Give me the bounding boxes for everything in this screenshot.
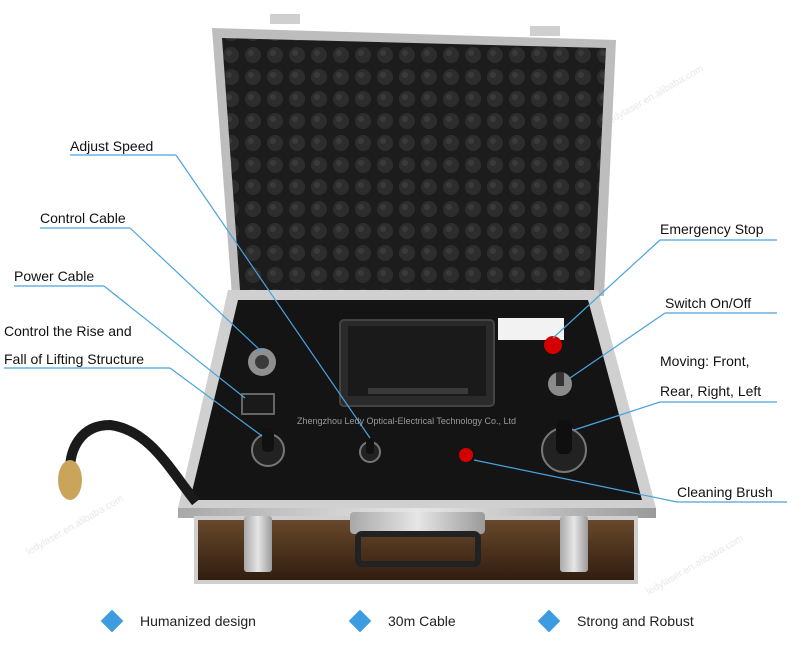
callout-control-cable: Control Cable <box>40 210 126 226</box>
callout-rise-fall-line2: Fall of Lifting Structure <box>4 351 145 367</box>
callout-moving-line2: Rear, Right, Left <box>660 383 762 399</box>
diamond-icon <box>537 609 561 633</box>
callout-switch-on-off: Switch On/Off <box>665 295 752 311</box>
feature-label: Strong and Robust <box>577 613 694 629</box>
callout-cleaning-brush: Cleaning Brush <box>677 484 773 500</box>
diamond-icon <box>348 609 372 633</box>
case-lid <box>212 14 616 296</box>
feature-30m-cable: 30m Cable <box>348 606 456 636</box>
callout-moving-line1: Moving: Front, <box>660 353 750 369</box>
feature-strong-robust: Strong and Robust <box>537 606 694 636</box>
monitor <box>339 319 495 407</box>
diamond-icon <box>100 609 124 633</box>
feature-label: 30m Cable <box>388 613 456 629</box>
feature-label: Humanized design <box>140 613 256 629</box>
callout-rise-fall-line1: Control the Rise and <box>4 323 132 339</box>
callout-power-cable: Power Cable <box>14 268 95 284</box>
feature-humanized-design: Humanized design <box>100 606 256 636</box>
callout-adjust-speed: Adjust Speed <box>70 138 154 154</box>
callout-lines <box>4 154 787 503</box>
callout-emergency-stop: Emergency Stop <box>660 221 764 237</box>
panel-company-text: Zhengzhou Ledy Optical-Electrical Techno… <box>297 416 516 426</box>
